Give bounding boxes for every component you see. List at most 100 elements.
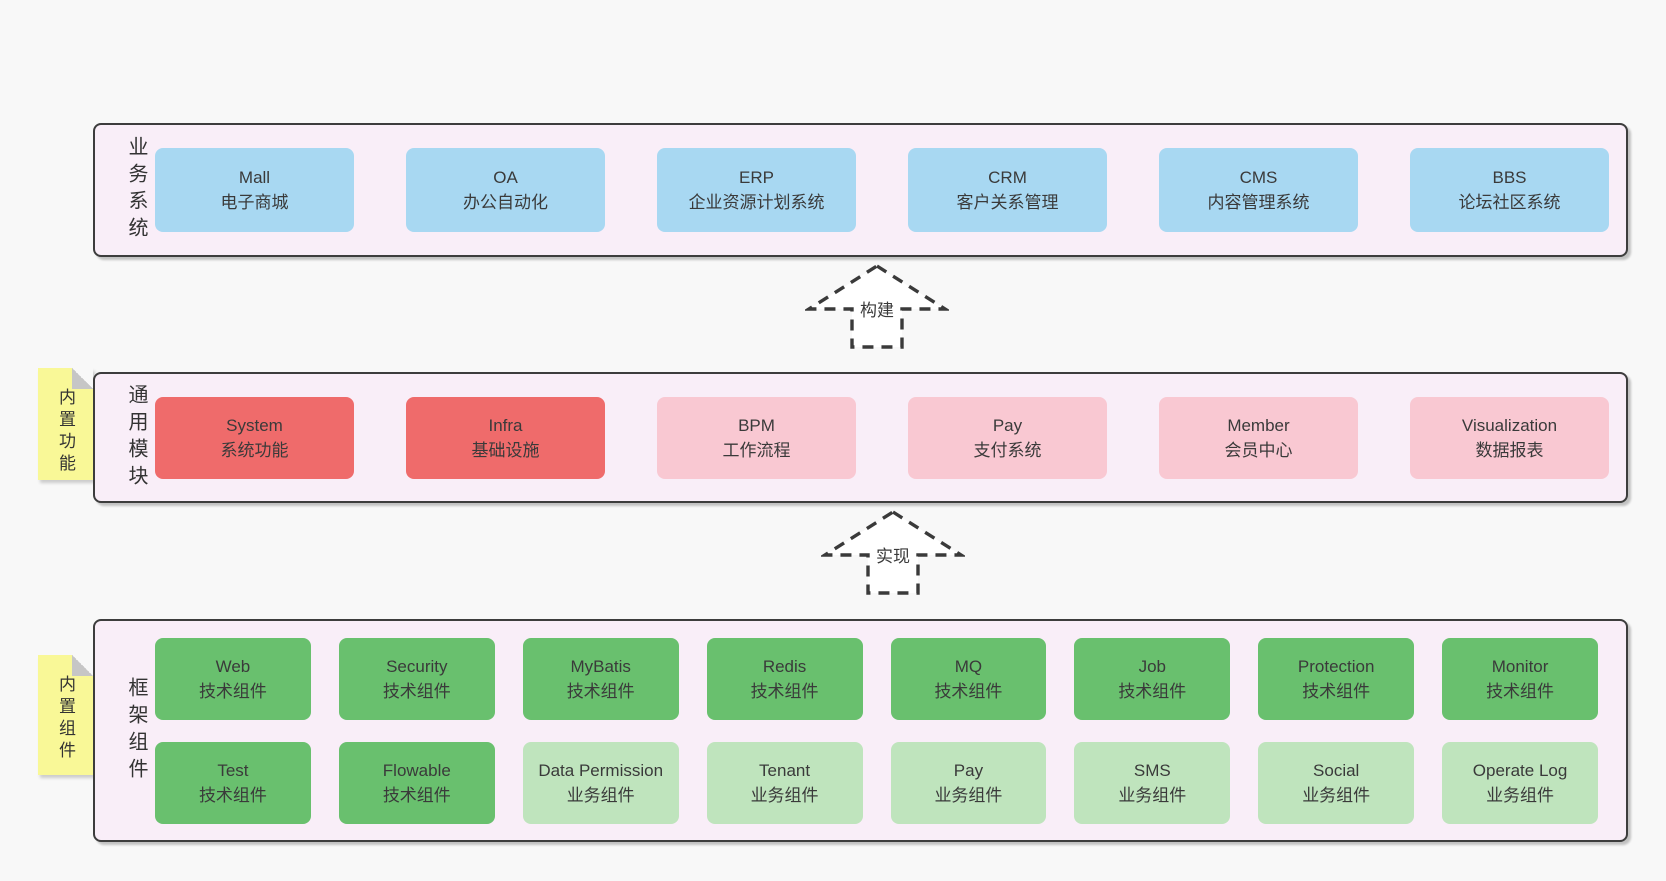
box-tenant: Tenant 业务组件 — [706, 741, 863, 824]
box-bbs: BBS 论坛社区系统 — [1410, 148, 1609, 232]
box-subtitle: 技术组件 — [382, 681, 451, 701]
box-pay-component: Pay 业务组件 — [890, 741, 1047, 824]
box-protection: Protection 技术组件 — [1258, 637, 1415, 720]
box-title: BPM — [738, 415, 775, 435]
arrow-label: 实现 — [876, 547, 910, 566]
box-mybatis: MyBatis 技术组件 — [522, 637, 679, 720]
note-fold-icon — [72, 368, 93, 389]
box-redis: Redis 技术组件 — [706, 637, 863, 720]
box-oa: OA 办公自动化 — [406, 148, 605, 232]
box-title: Pay — [992, 415, 1023, 435]
box-member: Member 会员中心 — [1159, 396, 1358, 479]
box-job: Job 技术组件 — [1074, 637, 1231, 720]
arrow-label-bg — [870, 542, 916, 570]
box-subtitle: 技术组件 — [934, 681, 1003, 701]
business-systems-row: Mall 电子商城 OA 办公自动化 ERP 企业资源计划系统 CRM 客户关系… — [155, 148, 1626, 232]
box-title: OA — [493, 168, 518, 187]
box-title: MyBatis — [570, 656, 631, 676]
layer-label-business-systems: 业务系统 — [125, 136, 147, 244]
box-flowable: Flowable 技术组件 — [338, 741, 495, 824]
box-title: Pay — [953, 760, 984, 780]
up-arrow-build-icon: 构建 — [805, 263, 949, 349]
common-modules-row: System 系统功能 Infra 基础设施 BPM 工作流程 Pay 支付系统… — [155, 396, 1626, 479]
box-title: ERP — [739, 168, 774, 187]
box-pay-system: Pay 支付系统 — [908, 396, 1107, 479]
note-fold-icon — [72, 655, 93, 676]
box-subtitle: 技术组件 — [750, 681, 819, 701]
box-title: Redis — [762, 656, 807, 676]
box-erp: ERP 企业资源计划系统 — [657, 148, 856, 232]
box-subtitle: 业务组件 — [1302, 785, 1371, 805]
note-label: 内置功能 — [56, 388, 75, 476]
box-subtitle: 技术组件 — [1118, 681, 1187, 701]
box-data-permission: Data Permission 业务组件 — [522, 741, 679, 824]
box-social: Social 业务组件 — [1258, 741, 1415, 824]
box-subtitle: 企业资源计划系统 — [688, 193, 825, 212]
note-label: 内置组件 — [56, 675, 75, 763]
box-security: Security 技术组件 — [338, 637, 495, 720]
box-title: Security — [386, 656, 448, 676]
box-title: Test — [217, 760, 249, 780]
box-monitor: Monitor 技术组件 — [1442, 637, 1598, 720]
sticky-note-built-in-components: 内置组件 — [38, 655, 93, 775]
framework-components-row-2: Test 技术组件 Flowable 技术组件 Data Permission … — [155, 741, 1598, 824]
box-crm: CRM 客户关系管理 — [908, 148, 1107, 232]
box-title: Job — [1138, 656, 1167, 676]
box-subtitle: 业务组件 — [934, 785, 1003, 805]
box-subtitle: 技术组件 — [1302, 681, 1371, 701]
box-title: Web — [215, 656, 251, 676]
box-web: Web 技术组件 — [155, 637, 311, 720]
box-subtitle: 技术组件 — [382, 785, 451, 805]
box-title: SMS — [1133, 760, 1171, 780]
box-subtitle: 技术组件 — [566, 681, 635, 701]
box-infra: Infra 基础设施 — [406, 396, 605, 479]
box-title: MQ — [954, 656, 983, 676]
box-sms: SMS 业务组件 — [1074, 741, 1231, 824]
arrow-label: 构建 — [860, 301, 894, 320]
layer-framework-components: 框架组件 Web 技术组件 Security 技术组件 MyBatis 技术组件… — [93, 619, 1628, 842]
box-subtitle: 支付系统 — [973, 440, 1042, 460]
box-subtitle: 办公自动化 — [463, 193, 548, 212]
layer-label-framework-components: 框架组件 — [125, 676, 147, 785]
box-title: Protection — [1297, 656, 1375, 676]
box-title: BBS — [1492, 168, 1527, 187]
sticky-note-built-in-functions: 内置功能 — [38, 368, 93, 480]
box-mq: MQ 技术组件 — [890, 637, 1047, 720]
box-subtitle: 数据报表 — [1475, 440, 1544, 460]
framework-components-grid: Web 技术组件 Security 技术组件 MyBatis 技术组件 Redi… — [155, 637, 1626, 824]
box-title: Tenant — [759, 760, 811, 780]
box-title: Visualization — [1461, 415, 1558, 435]
box-operate-log: Operate Log 业务组件 — [1442, 741, 1598, 824]
box-subtitle: 基础设施 — [471, 440, 540, 460]
layer-business-systems: 业务系统 Mall 电子商城 OA 办公自动化 ERP 企业资源计划系统 CRM… — [93, 123, 1628, 257]
box-title: Social — [1313, 760, 1360, 780]
box-subtitle: 会员中心 — [1224, 440, 1293, 460]
box-title: Data Permission — [538, 760, 664, 780]
layer-common-modules: 通用模块 System 系统功能 Infra 基础设施 BPM 工作流程 Pay… — [93, 372, 1628, 503]
box-subtitle: 技术组件 — [198, 785, 267, 805]
box-subtitle: 系统功能 — [220, 440, 289, 460]
box-mall: Mall 电子商城 — [155, 148, 354, 232]
box-subtitle: 技术组件 — [198, 681, 267, 701]
framework-components-row-1: Web 技术组件 Security 技术组件 MyBatis 技术组件 Redi… — [155, 637, 1598, 720]
box-subtitle: 论坛社区系统 — [1458, 193, 1561, 212]
box-subtitle: 内容管理系统 — [1207, 193, 1310, 212]
box-subtitle: 业务组件 — [750, 785, 819, 805]
arrow-label-bg — [854, 296, 900, 324]
box-subtitle: 客户关系管理 — [956, 193, 1059, 212]
box-title: Mall — [238, 168, 271, 187]
box-system: System 系统功能 — [155, 396, 354, 479]
box-subtitle: 业务组件 — [1118, 785, 1187, 805]
box-subtitle: 电子商城 — [220, 193, 289, 212]
box-subtitle: 技术组件 — [1486, 681, 1555, 701]
box-subtitle: 业务组件 — [566, 785, 635, 805]
box-cms: CMS 内容管理系统 — [1159, 148, 1358, 232]
box-subtitle: 工作流程 — [722, 440, 791, 460]
box-bpm: BPM 工作流程 — [657, 396, 856, 479]
box-title: CRM — [988, 168, 1027, 187]
box-title: Member — [1227, 415, 1290, 435]
box-test: Test 技术组件 — [155, 741, 311, 824]
box-visualization: Visualization 数据报表 — [1410, 396, 1609, 479]
box-title: CMS — [1239, 168, 1278, 187]
